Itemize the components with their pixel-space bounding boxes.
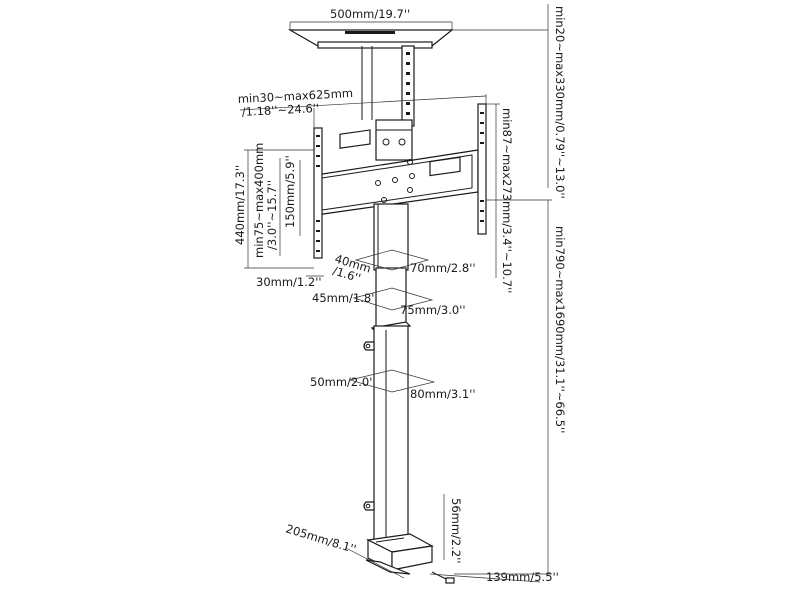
floor-base: [366, 533, 434, 571]
base-depth-label: 205mm/8.1'': [284, 521, 358, 556]
base-width-dimension: 139mm/5.5'': [429, 570, 559, 584]
total-height-dimension: min790~max1690mm/31.1''~66.5'': [454, 199, 567, 575]
bracket-depth-dimension: 30mm/1.2'': [256, 275, 324, 289]
vesa-range-label-1: min75~max400mm: [252, 143, 266, 258]
vesa-150-dimension: 150mm/5.9'': [283, 155, 301, 236]
bracket-offset-dimension: min87~max273mm/3.4''~10.7'': [486, 103, 514, 293]
ceiling-gap-dimension: min20~max330mm/0.79''~13.0'': [452, 4, 567, 199]
base-height-label: 56mm/2.2'': [449, 498, 463, 564]
arm-spread-label-2: /1.18''~24.6'': [241, 101, 319, 119]
center-bracket-box: [375, 119, 413, 161]
vesa-150-label: 150mm/5.9'': [283, 155, 297, 228]
left-tv-arm: [313, 127, 323, 259]
vesa-height-outer-dimension: 440mm/17.3'': [233, 149, 314, 269]
column-section-3: [373, 325, 409, 541]
total-height-label: min790~max1690mm/31.1''~66.5'': [553, 226, 567, 433]
tube3-a-label: 50mm/2.0'': [310, 375, 376, 389]
vesa-range-label-2: /3.0''~15.7'': [265, 180, 279, 250]
arm-spread-dimension: min30~max625mm /1.18''~24.6'': [237, 86, 487, 128]
base-width-label: 139mm/5.5'': [486, 570, 559, 584]
tube2-dimension: 45mm/1.8'' 75mm/3.0'': [312, 287, 466, 317]
ceiling-width-dimension: 500mm/19.7'': [289, 7, 453, 30]
bracket-offset-label: min87~max273mm/3.4''~10.7'': [500, 108, 514, 293]
ceiling-plate: [287, 29, 454, 49]
ceiling-width-label: 500mm/19.7'': [330, 7, 410, 21]
upper-column: [361, 45, 415, 127]
tube2-b-label: 75mm/3.0'': [400, 303, 466, 317]
base-height-dimension: 56mm/2.2'': [443, 494, 463, 564]
vesa-height-range-dimension: min75~max400mm /3.0''~15.7'': [252, 143, 281, 258]
vesa-height-outer-label: 440mm/17.3'': [233, 165, 247, 245]
cable-clip-lower: [363, 501, 375, 511]
right-tv-arm: [477, 103, 487, 235]
floor-plate-foot: [365, 559, 455, 584]
column-section-1: [373, 203, 409, 271]
rail-holes: [406, 52, 410, 115]
cable-clip-upper: [363, 341, 375, 351]
tube1-b-label: 70mm/2.8'': [410, 261, 476, 275]
tube2-a-label: 45mm/1.8'': [312, 291, 378, 305]
arm-spread-label-1: min30~max625mm: [237, 86, 353, 106]
ceiling-gap-label: min20~max330mm/0.79''~13.0'': [553, 6, 567, 199]
column-section-2: [370, 267, 412, 333]
tube3-dimension: 50mm/2.0'' 80mm/3.1'': [310, 369, 476, 401]
tube3-b-label: 80mm/3.1'': [410, 387, 476, 401]
bracket-depth-label: 30mm/1.2'': [256, 275, 322, 289]
